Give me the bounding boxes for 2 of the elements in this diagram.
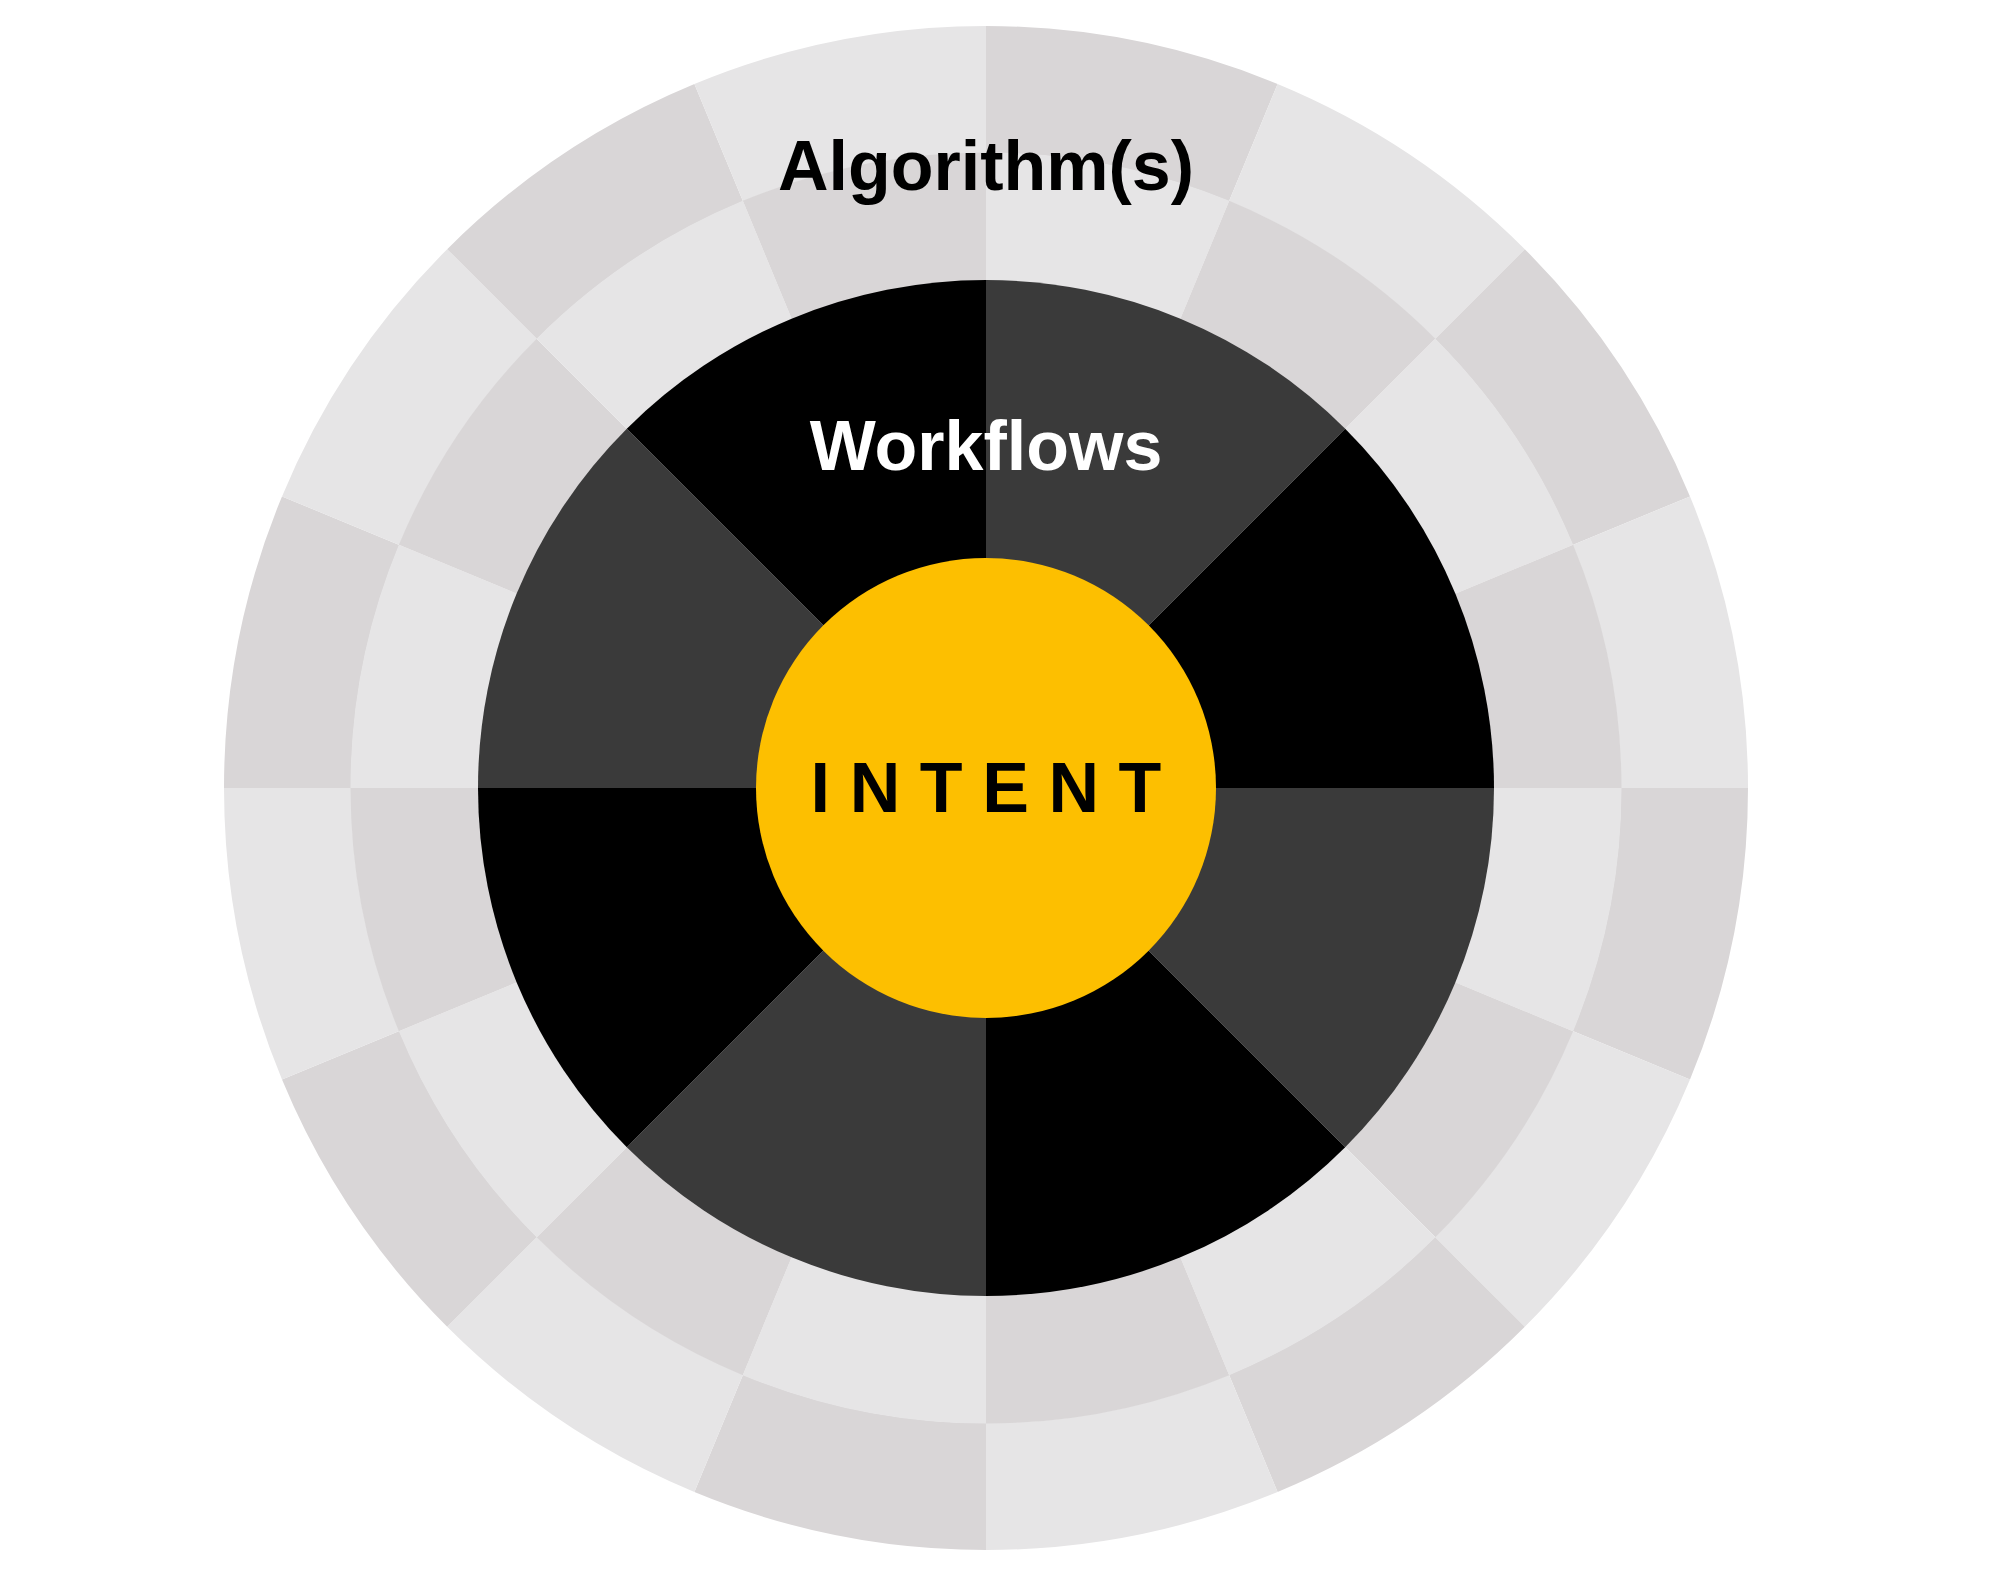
disc-label: Workflows [809, 411, 1163, 481]
circle-label: INTENT [809, 753, 1181, 823]
